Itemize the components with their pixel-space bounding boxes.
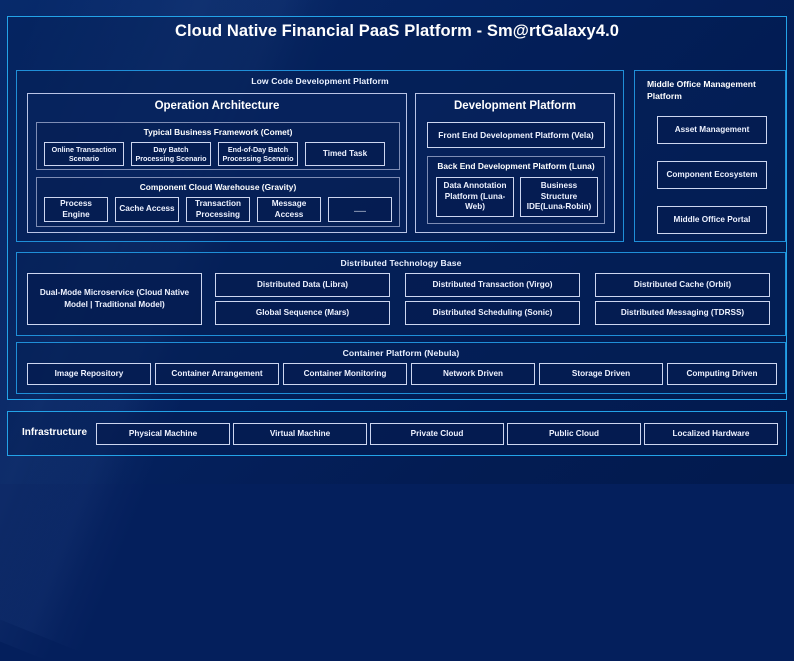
chip-day-batch-processing-scenario[interactable]: Day Batch Processing Scenario — [131, 142, 211, 166]
group-component-cloud-warehouse: Component Cloud Warehouse (Gravity) Proc… — [36, 177, 400, 227]
chip-component-ecosystem[interactable]: Component Ecosystem — [657, 161, 767, 189]
group-title-back-end-development-platform: Back End Development Platform (Luna) — [437, 161, 595, 171]
chip-distributed-cache[interactable]: Distributed Cache (Orbit) — [595, 273, 770, 297]
chip-online-transaction-scenario[interactable]: Online Transaction Scenario — [44, 142, 124, 166]
infrastructure-label: Infrastructure — [22, 427, 88, 438]
chip-distributed-messaging[interactable]: Distributed Messaging (TDRSS) — [595, 301, 770, 325]
chip-business-structure-ide[interactable]: Business Structure IDE(Luna-Robin) — [520, 177, 598, 217]
card-title-development-platform: Development Platform — [453, 100, 577, 112]
section-infrastructure: Infrastructure Physical Machine Virtual … — [7, 411, 787, 456]
chip-dual-mode-microservice[interactable]: Dual-Mode Microservice (Cloud Native Mod… — [27, 273, 202, 325]
chip-end-of-day-batch-processing-scenario[interactable]: End-of-Day Batch Processing Scenario — [218, 142, 298, 166]
chip-container-monitoring[interactable]: Container Monitoring — [283, 363, 407, 385]
chip-cache-access[interactable]: Cache Access — [115, 197, 179, 222]
section-container-platform: Container Platform (Nebula) Image Reposi… — [16, 342, 786, 394]
chip-image-repository[interactable]: Image Repository — [27, 363, 151, 385]
chip-message-access[interactable]: Message Access — [257, 197, 321, 222]
chip-data-annotation-platform[interactable]: Data Annotation Platform (Luna-Web) — [436, 177, 514, 217]
chip-public-cloud[interactable]: Public Cloud — [507, 423, 641, 445]
chip-asset-management[interactable]: Asset Management — [657, 116, 767, 144]
page-title: Cloud Native Financial PaaS Platform - S… — [174, 22, 620, 40]
chip-transaction-processing[interactable]: Transaction Processing — [186, 197, 250, 222]
group-typical-business-framework: Typical Business Framework (Comet) Onlin… — [36, 122, 400, 170]
chip-front-end-development-platform[interactable]: Front End Development Platform (Vela) — [427, 122, 605, 148]
chip-distributed-scheduling[interactable]: Distributed Scheduling (Sonic) — [405, 301, 580, 325]
section-title-middle-office: Middle Office Management Platform — [647, 79, 756, 101]
chip-private-cloud[interactable]: Private Cloud — [370, 423, 504, 445]
section-title-distributed-technology-base: Distributed Technology Base — [340, 258, 462, 268]
section-middle-office-management-platform: Middle Office Management Platform Asset … — [634, 70, 786, 242]
section-title-low-code: Low Code Development Platform — [251, 76, 389, 86]
chip-more-ellipsis[interactable]: ...... — [328, 197, 392, 222]
card-title-operation-architecture: Operation Architecture — [154, 100, 280, 112]
chip-virtual-machine[interactable]: Virtual Machine — [233, 423, 367, 445]
section-distributed-technology-base: Distributed Technology Base Dual-Mode Mi… — [16, 252, 786, 336]
chip-container-arrangement[interactable]: Container Arrangement — [155, 363, 279, 385]
chip-storage-driven[interactable]: Storage Driven — [539, 363, 663, 385]
chip-computing-driven[interactable]: Computing Driven — [667, 363, 777, 385]
group-back-end-development-platform: Back End Development Platform (Luna) Dat… — [427, 156, 605, 224]
chip-physical-machine[interactable]: Physical Machine — [96, 423, 230, 445]
section-title-container-platform: Container Platform (Nebula) — [342, 348, 460, 358]
group-title-component-cloud-warehouse: Component Cloud Warehouse (Gravity) — [139, 182, 297, 192]
chip-distributed-data[interactable]: Distributed Data (Libra) — [215, 273, 390, 297]
chip-middle-office-portal[interactable]: Middle Office Portal — [657, 206, 767, 234]
chip-process-engine[interactable]: Process Engine — [44, 197, 108, 222]
card-development-platform: Development Platform Front End Developme… — [415, 93, 615, 233]
chip-global-sequence[interactable]: Global Sequence (Mars) — [215, 301, 390, 325]
card-operation-architecture: Operation Architecture Typical Business … — [27, 93, 407, 233]
chip-network-driven[interactable]: Network Driven — [411, 363, 535, 385]
section-low-code-development-platform: Low Code Development Platform Operation … — [16, 70, 624, 242]
chip-localized-hardware[interactable]: Localized Hardware — [644, 423, 778, 445]
chip-distributed-transaction[interactable]: Distributed Transaction (Virgo) — [405, 273, 580, 297]
group-title-typical-business-framework: Typical Business Framework (Comet) — [143, 127, 293, 137]
chip-timed-task[interactable]: Timed Task — [305, 142, 385, 166]
